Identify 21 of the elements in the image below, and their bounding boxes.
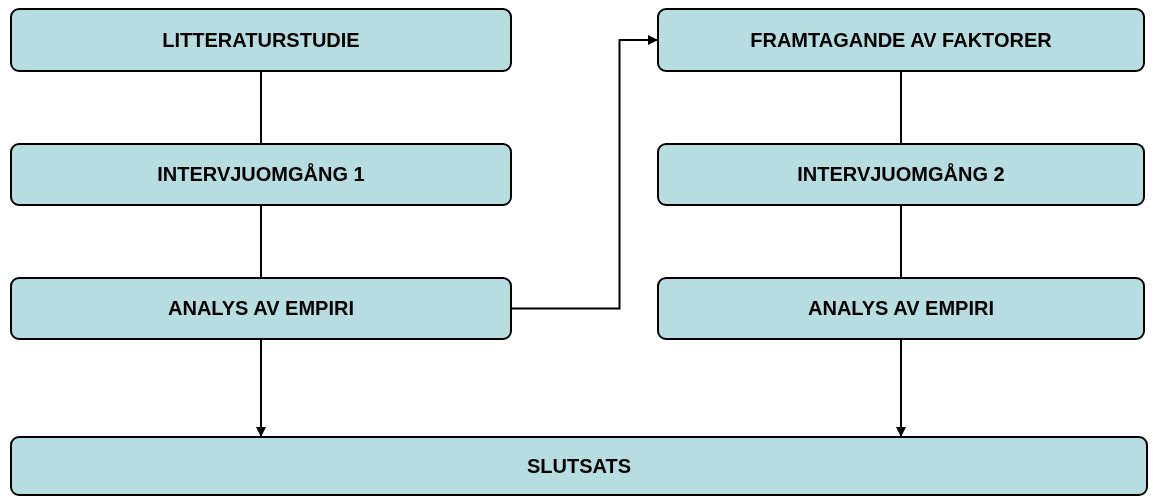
box-label: FRAMTAGANDE AV FAKTORER <box>750 28 1052 52</box>
process-box <box>657 277 1145 340</box>
connector-line <box>900 71 902 144</box>
process-box <box>10 143 512 206</box>
box-label: ANALYS AV EMPIRI <box>808 297 994 320</box>
box-label: ANALYS AV EMPIRI <box>168 297 354 320</box>
box-label: INTERVJUOMGÅNG 1 <box>157 163 365 186</box>
box-label: LITTERATURSTUDIE <box>162 28 360 52</box>
process-box <box>10 8 512 72</box>
box-label: INTERVJUOMGÅNG 2 <box>797 163 1005 186</box>
process-box <box>657 8 1145 72</box>
arrow <box>511 35 658 310</box>
box-label: SLUTSATS <box>526 454 632 478</box>
arrow <box>256 339 266 437</box>
connector-line <box>260 205 262 278</box>
process-box <box>657 143 1145 206</box>
arrow <box>896 339 906 437</box>
process-box <box>10 436 1148 496</box>
connector-line <box>900 205 902 278</box>
connector-line <box>260 71 262 144</box>
process-box <box>10 277 512 340</box>
